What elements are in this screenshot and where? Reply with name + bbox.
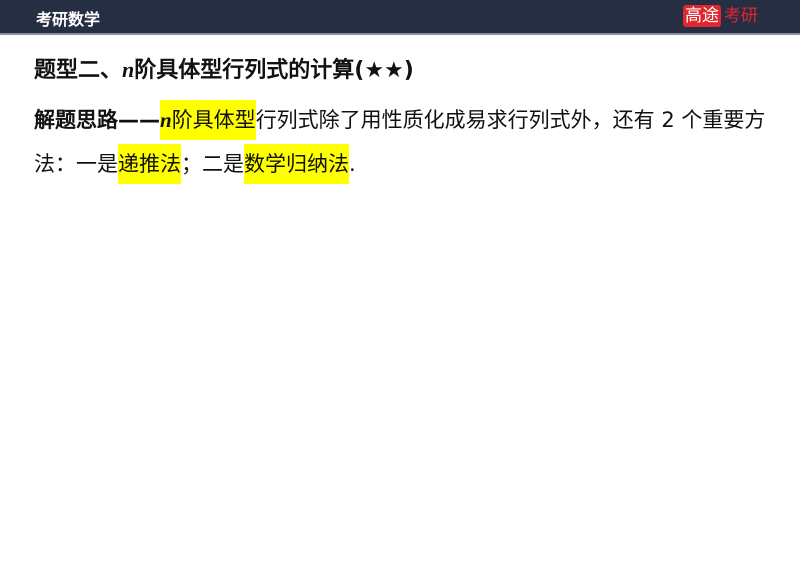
title-variable: n — [122, 57, 135, 82]
brand-logo: 高途 考研 — [683, 5, 758, 27]
header-bar: 考研数学 高途 考研 — [0, 0, 800, 35]
body-text-3: . — [349, 152, 356, 176]
solution-label: 解题思路—— — [34, 108, 160, 132]
body-variable: n — [160, 108, 172, 132]
highlight-induction: 数学归纳法 — [244, 144, 349, 184]
course-title: 考研数学 — [36, 10, 101, 29]
highlight-text-1: 阶具体型 — [171, 108, 256, 132]
logo-box: 高途 — [683, 5, 721, 27]
solution-paragraph: 解题思路——n阶具体型行列式除了用性质化成易求行列式外，还有 2 个重要方法：一… — [34, 98, 774, 186]
title-prefix: 题型二、 — [34, 58, 123, 83]
body-text-2: ；二是 — [181, 152, 244, 176]
section-title: 题型二、n阶具体型行列式的计算(★★) — [34, 52, 414, 84]
title-suffix: 阶具体型行列式的计算(★★) — [134, 58, 414, 83]
logo-text: 考研 — [724, 6, 758, 26]
body-text-1: 行列式除了用性质化成易求行列式外，还有 2 个重要方法：一是 — [34, 108, 766, 176]
highlight-n-order: n阶具体型 — [160, 100, 256, 140]
highlight-recursion: 递推法 — [118, 144, 181, 184]
